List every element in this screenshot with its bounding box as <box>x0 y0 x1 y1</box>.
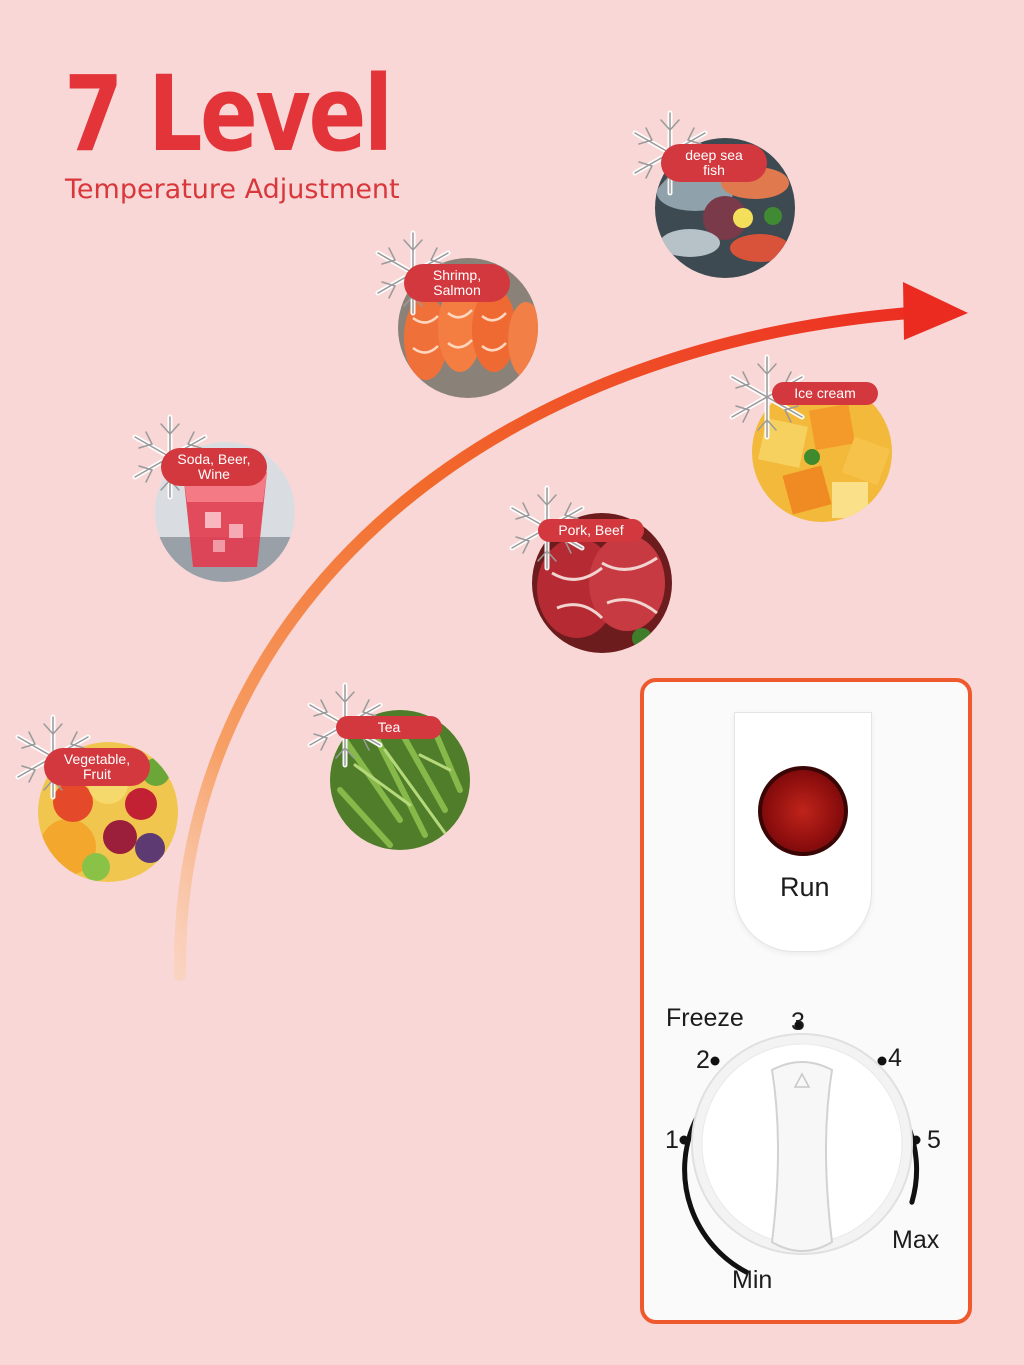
level-dot-4 <box>877 1056 887 1066</box>
thermostat-control-panel: Run Freeze 1 2 3 4 5 Max Min <box>640 678 972 1324</box>
level-dot-2 <box>710 1056 720 1066</box>
food-item-tea: Tea <box>300 680 470 850</box>
dial-pointer-icon <box>793 1072 811 1088</box>
freeze-label: Freeze <box>666 1004 744 1032</box>
min-label: Min <box>732 1266 773 1294</box>
headline-title: 7 Level <box>64 53 393 175</box>
run-label: Run <box>780 872 830 902</box>
food-label: Shrimp, Salmon <box>404 264 510 302</box>
ice-cream-photo <box>752 382 892 522</box>
food-label: deep sea fish <box>661 144 767 182</box>
food-item-vegetable-fruit: Vegetable, Fruit <box>8 712 178 882</box>
level-label-5: 5 <box>927 1126 941 1154</box>
run-indicator-light <box>758 766 848 856</box>
level-dot-1 <box>679 1135 689 1145</box>
max-label: Max <box>892 1226 940 1254</box>
level-dot-3 <box>794 1020 804 1030</box>
food-label: Tea <box>336 716 442 739</box>
level-label-4: 4 <box>888 1044 902 1072</box>
food-item-deep-sea-fish: deep sea fish <box>625 108 795 278</box>
level-label-2: 2 <box>696 1046 710 1074</box>
arrow-head-icon <box>903 282 968 340</box>
food-label: Pork, Beef <box>538 519 644 542</box>
food-label: Soda, Beer, Wine <box>161 448 267 486</box>
food-item-ice-cream: Ice cream <box>722 352 892 522</box>
headline-subtitle: Temperature Adjustment <box>65 174 400 205</box>
food-item-shrimp-salmon: Shrimp, Salmon <box>368 228 538 398</box>
level-label-1: 1 <box>665 1126 679 1154</box>
food-label: Vegetable, Fruit <box>44 748 150 786</box>
food-label: Ice cream <box>772 382 878 405</box>
level-dot-5 <box>911 1135 921 1145</box>
level-label-3: 3 <box>791 1008 805 1036</box>
temperature-dial-scale <box>679 1020 921 1275</box>
food-item-pork-beef: Pork, Beef <box>502 483 672 653</box>
fruit-photo <box>38 742 178 882</box>
dial-knob-grip <box>770 1061 834 1252</box>
food-item-soda-beer-wine: Soda, Beer, Wine <box>125 412 295 582</box>
arrow-curve <box>173 306 928 981</box>
